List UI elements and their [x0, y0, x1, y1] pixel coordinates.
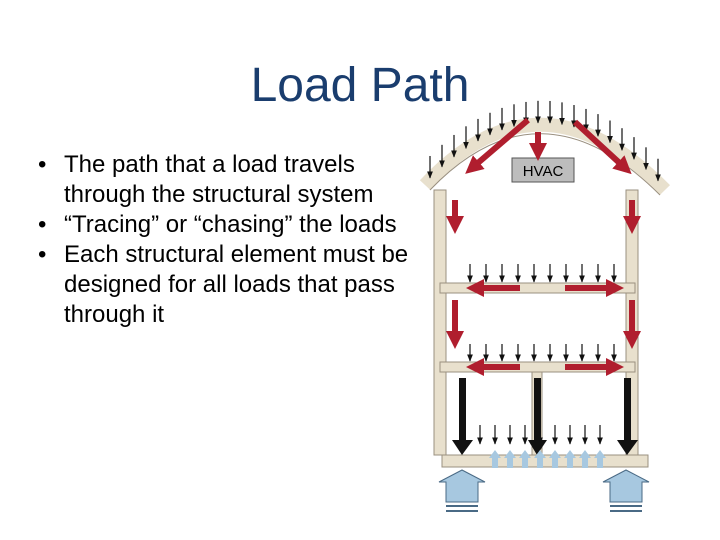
bullet-item: • “Tracing” or “chasing” the loads — [36, 210, 416, 240]
soil-reaction-icon — [564, 450, 576, 468]
bullet-list: • The path that a load travels through th… — [36, 150, 416, 330]
bullet-item: • Each structural element must be designe… — [36, 240, 416, 330]
center-base-arrowhead — [528, 440, 547, 455]
roof-left-arrow — [465, 117, 530, 174]
bullet-dot-icon: • — [38, 211, 47, 238]
right-base-column — [624, 378, 631, 442]
bullet-text: “Tracing” or “chasing” the loads — [64, 211, 397, 238]
base-columns — [452, 378, 638, 455]
soil-reaction-icon — [519, 450, 531, 468]
center-base-column — [534, 378, 541, 442]
left-base-column — [459, 378, 466, 442]
right-base-arrowhead — [617, 440, 638, 455]
soil-reaction-icon — [489, 450, 501, 468]
first-floor — [439, 361, 636, 373]
soil-reaction-icon — [594, 450, 606, 468]
bullet-dot-icon: • — [38, 151, 47, 178]
bullet-text: Each structural element must be designed… — [64, 241, 409, 328]
soil-reaction-icon — [534, 450, 546, 468]
footing-reactions — [438, 469, 650, 512]
bullet-item: • The path that a load travels through th… — [36, 150, 416, 210]
soil-reaction-icon — [549, 450, 561, 468]
ground-reaction-arrows — [489, 450, 606, 468]
left-wall — [433, 189, 447, 456]
soil-reaction-icon — [504, 450, 516, 468]
hvac-unit: HVAC — [511, 157, 575, 183]
right-footing-reaction-arrow — [602, 469, 650, 503]
load-path-arrows — [446, 117, 641, 376]
left-footing-reaction-arrow — [438, 469, 486, 503]
roof-right-arrow — [572, 119, 632, 175]
second-floor — [439, 282, 636, 294]
bullet-dot-icon: • — [38, 241, 47, 268]
soil-reaction-icon — [579, 450, 591, 468]
roof-load-arrows — [427, 100, 661, 182]
bullet-text: The path that a load travels through the… — [64, 151, 374, 208]
slide-title: Load Path — [250, 59, 470, 112]
left-base-arrowhead — [452, 440, 473, 455]
hvac-label: HVAC — [523, 163, 564, 180]
